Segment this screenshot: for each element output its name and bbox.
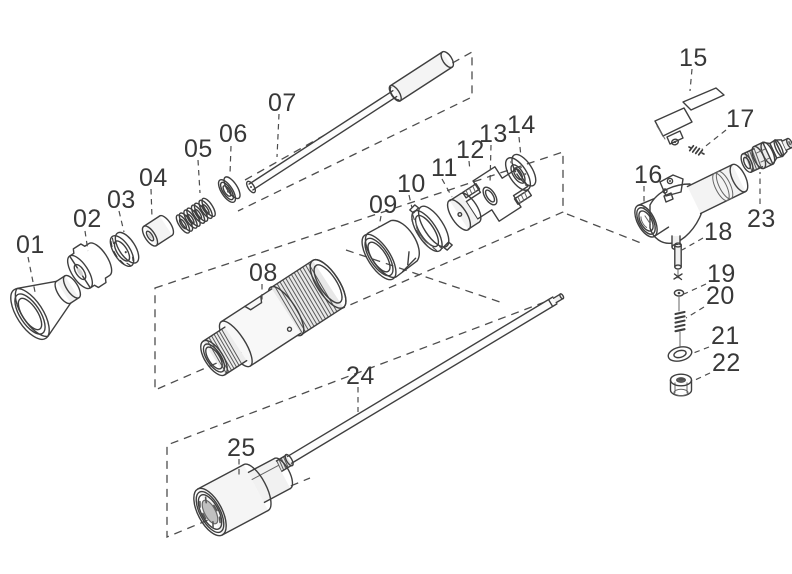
leader-line-05 xyxy=(197,159,201,194)
washer-2 xyxy=(183,207,201,229)
part-05-washer-stack xyxy=(175,197,216,234)
part-07-piston-rod xyxy=(245,50,455,194)
leader-line-13 xyxy=(489,144,492,185)
valve-plate-slot-bottom xyxy=(514,190,531,204)
part-label-20: 20 xyxy=(706,282,735,310)
part-label-15: 15 xyxy=(679,44,708,72)
part-label-03: 03 xyxy=(107,186,136,214)
part-04-spacer-sleeve xyxy=(141,214,175,247)
valve-plate-slot-top xyxy=(463,184,480,198)
leader-line-11 xyxy=(441,178,453,198)
part-23-air-inlet-barb xyxy=(740,137,792,173)
callout-labels: 01 02 03 04 05 06 07 08 09 10 11 12 13 1… xyxy=(16,44,776,462)
assembly-boundary-extension xyxy=(166,296,559,538)
part-label-13: 13 xyxy=(479,120,508,148)
part-label-25: 25 xyxy=(227,434,256,462)
part-19-stem-washer xyxy=(673,289,685,312)
leader-line-17 xyxy=(701,129,727,150)
leader-line-02 xyxy=(84,230,89,252)
part-13-o-ring xyxy=(482,186,498,206)
part-label-12: 12 xyxy=(456,136,485,164)
part-11-piston-disc xyxy=(446,192,482,231)
coupler-thread-marks xyxy=(199,496,221,529)
part-15-trigger-lever xyxy=(654,87,725,146)
part-label-01: 01 xyxy=(16,231,45,259)
part-label-06: 06 xyxy=(219,120,248,148)
part-label-16: 16 xyxy=(634,161,663,189)
part-21-seal-washer xyxy=(667,346,693,362)
leader-line-19 xyxy=(683,283,707,295)
part-label-04: 04 xyxy=(139,164,168,192)
part-17-trigger-spring-pin xyxy=(688,144,705,156)
leader-line-22 xyxy=(692,372,711,382)
leader-line-15 xyxy=(689,68,693,92)
axis-line-handle xyxy=(566,213,642,244)
knurl-texture xyxy=(110,237,134,266)
part-01-retainer-cone xyxy=(10,274,82,341)
part-06-cup-washer xyxy=(217,176,241,204)
part-22-retaining-nut xyxy=(669,373,693,397)
barrel-thread-hatch-right xyxy=(274,263,338,334)
leader-line-14 xyxy=(518,136,522,158)
assembly-boundary-main xyxy=(154,151,564,391)
leader-line-03 xyxy=(118,210,125,233)
part-25-rod-coupler xyxy=(193,457,294,537)
leader-line-18 xyxy=(681,237,704,251)
lock-ring-knurl xyxy=(411,214,444,251)
leader-line-06 xyxy=(229,145,232,175)
part-label-14: 14 xyxy=(507,111,536,139)
part-03-knurled-ring xyxy=(109,231,140,268)
leader-line-04 xyxy=(150,188,153,219)
leader-line-21 xyxy=(690,346,710,355)
callout-leader-lines xyxy=(27,68,761,475)
part-20-valve-spring xyxy=(674,310,686,347)
part-09-valve-housing-cap xyxy=(361,219,420,281)
part-label-11: 11 xyxy=(431,154,458,182)
part-label-18: 18 xyxy=(704,218,733,246)
part-12-valve-plate xyxy=(459,158,535,231)
part-18-valve-stem xyxy=(673,242,683,281)
part-02-lock-nut xyxy=(66,242,113,290)
part-label-02: 02 xyxy=(73,205,102,233)
part-10-lock-ring xyxy=(409,204,453,253)
part-label-24: 24 xyxy=(346,362,375,390)
part-label-17: 17 xyxy=(726,105,755,133)
part-label-08: 08 xyxy=(249,259,278,287)
part-08-cylinder-barrel xyxy=(200,258,347,377)
leader-line-20 xyxy=(685,306,705,319)
washer-1 xyxy=(175,212,194,234)
trigger-mount-bracket xyxy=(659,174,684,203)
part-label-21: 21 xyxy=(711,322,740,350)
part-label-05: 05 xyxy=(184,135,213,163)
part-label-23: 23 xyxy=(747,205,776,233)
part-label-10: 10 xyxy=(397,170,426,198)
leader-line-10 xyxy=(408,194,413,209)
part-14-valve-seat-disc xyxy=(504,153,537,191)
part-label-07: 07 xyxy=(268,89,297,117)
part-label-09: 09 xyxy=(369,191,398,219)
handle-inlet-socket xyxy=(634,198,670,238)
leader-line-09 xyxy=(378,215,382,228)
part-label-19: 19 xyxy=(707,260,736,288)
part-label-22: 22 xyxy=(712,349,741,377)
handle-rear-barrel xyxy=(686,163,749,215)
leader-line-12 xyxy=(468,160,471,172)
leader-line-07 xyxy=(276,113,280,158)
